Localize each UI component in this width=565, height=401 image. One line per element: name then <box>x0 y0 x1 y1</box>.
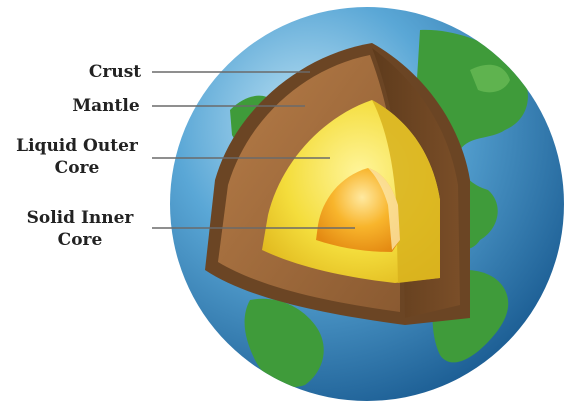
inner-core-label-line1: Solid Inner <box>10 207 150 229</box>
inner-core-label-line2: Core <box>10 229 150 251</box>
inner-core-label: Solid Inner Core <box>10 207 150 251</box>
mantle-label: Mantle <box>66 95 146 117</box>
outer-core-label-line1: Liquid Outer <box>4 135 150 157</box>
outer-core-label: Liquid Outer Core <box>4 135 150 179</box>
outer-core-label-line2: Core <box>4 157 150 179</box>
crust-label: Crust <box>82 61 148 83</box>
